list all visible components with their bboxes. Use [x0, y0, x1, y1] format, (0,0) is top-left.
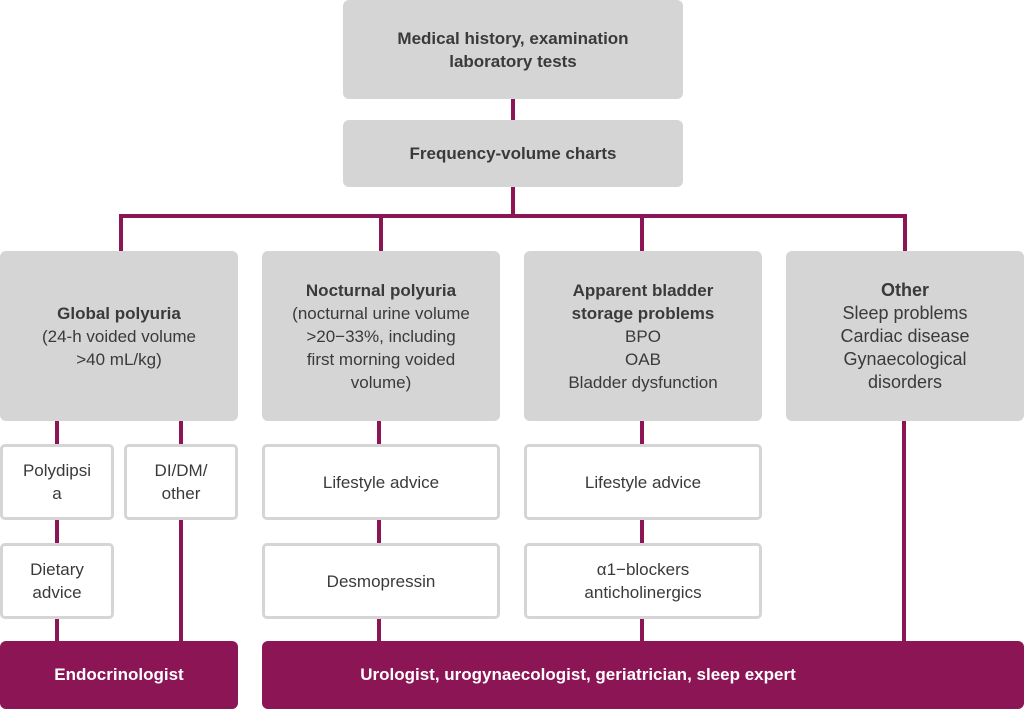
connector-dietary-endocrinologist: [55, 619, 59, 641]
desmopressin-label: Desmopressin: [326, 571, 436, 591]
polydipsia-box: Polydipsi a: [0, 444, 114, 520]
connector-other-specialist: [902, 421, 906, 641]
nocturnal-lifestyle-advice-box: Lifestyle advice: [262, 444, 500, 520]
dietary-line-1: Dietary: [30, 560, 84, 579]
category-other: Other Sleep problems Cardiac disease Gyn…: [786, 251, 1024, 421]
connector-lifestyle-desmopressin: [377, 520, 381, 543]
connector-lifestyle-blockers: [640, 520, 644, 543]
category-detail: first morning voided: [306, 349, 456, 369]
blockers-box: α1−blockers anticholinergics: [524, 543, 762, 619]
connector-branch-bladder: [640, 214, 644, 251]
category-bladder-storage: Apparent bladder storage problems BPO OA…: [524, 251, 762, 421]
bladder-lifestyle-advice-box: Lifestyle advice: [524, 444, 762, 520]
connector-blockers-specialist: [640, 619, 644, 641]
connector-charts-to-branch: [511, 187, 515, 217]
specialist-bar: Urologist, urogynaecologist, geriatricia…: [262, 641, 1024, 709]
category-detail: volume): [350, 372, 412, 392]
connector-polydipsia-dietary: [55, 520, 59, 543]
polydipsia-line-2: a: [52, 484, 62, 503]
branch-horizontal-line: [119, 214, 907, 218]
frequency-volume-label: Frequency-volume charts: [409, 144, 617, 163]
category-title: storage problems: [571, 303, 715, 323]
start-line-1: Medical history, examination: [397, 28, 629, 48]
category-detail: Bladder dysfunction: [568, 372, 718, 392]
di-dm-line-2: other: [161, 484, 201, 503]
connector-didm-endocrinologist: [179, 520, 183, 641]
category-detail: Sleep problems: [842, 302, 968, 323]
category-title: Apparent bladder: [572, 280, 714, 300]
category-global-polyuria: Global polyuria (24-h voided volume >40 …: [0, 251, 238, 421]
category-detail: BPO: [625, 326, 661, 346]
connector-desmopressin-specialist: [377, 619, 381, 641]
category-title: Other: [880, 279, 929, 300]
connector-bladder-lifestyle: [640, 421, 644, 444]
blockers-line-2: anticholinergics: [584, 583, 702, 602]
connector-global-polydipsia: [55, 421, 59, 444]
blockers-line-1: α1−blockers: [596, 560, 690, 579]
category-detail: (24-h voided volume: [41, 326, 197, 346]
di-dm-line-1: DI/DM/: [154, 461, 208, 480]
category-detail: OAB: [625, 349, 661, 369]
di-dm-other-box: DI/DM/ other: [124, 444, 238, 520]
lifestyle-advice-label: Lifestyle advice: [584, 472, 702, 492]
connector-global-didm: [179, 421, 183, 444]
desmopressin-box: Desmopressin: [262, 543, 500, 619]
start-line-2: laboratory tests: [449, 51, 577, 71]
category-nocturnal-polyuria: Nocturnal polyuria (nocturnal urine volu…: [262, 251, 500, 421]
category-detail: Gynaecological: [843, 348, 967, 369]
category-title: Global polyuria: [57, 303, 181, 323]
connector-start-to-charts: [511, 99, 515, 120]
category-detail: disorders: [867, 371, 943, 392]
connector-branch-nocturnal: [379, 214, 383, 251]
connector-branch-other: [903, 214, 907, 251]
category-detail: (nocturnal urine volume: [292, 303, 470, 323]
connector-nocturnal-lifestyle: [377, 421, 381, 444]
specialist-label: Urologist, urogynaecologist, geriatricia…: [360, 665, 796, 684]
polydipsia-line-1: Polydipsi: [22, 461, 92, 480]
category-detail: >20−33%, including: [306, 326, 456, 346]
frequency-volume-box: Frequency-volume charts: [343, 120, 683, 187]
category-title: Nocturnal polyuria: [305, 280, 457, 300]
category-detail: >40 mL/kg): [76, 349, 162, 369]
endocrinologist-label: Endocrinologist: [54, 665, 184, 684]
dietary-line-2: advice: [32, 583, 82, 602]
endocrinologist-bar: Endocrinologist: [0, 641, 238, 709]
start-box: Medical history, examination laboratory …: [343, 0, 683, 99]
dietary-advice-box: Dietary advice: [0, 543, 114, 619]
connector-branch-global: [119, 214, 123, 251]
lifestyle-advice-label: Lifestyle advice: [322, 472, 440, 492]
category-detail: Cardiac disease: [840, 325, 970, 346]
